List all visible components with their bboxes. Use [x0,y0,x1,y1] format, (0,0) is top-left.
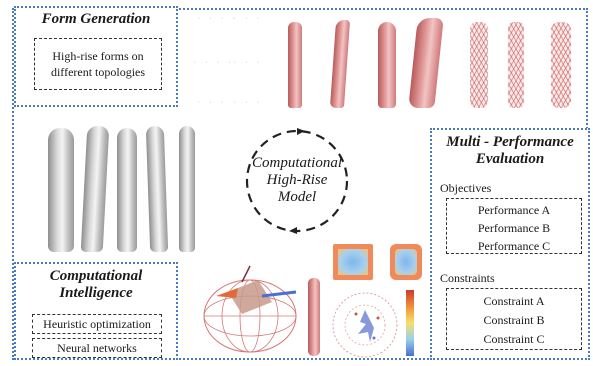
multi-performance-title: Multi - Performance Evaluation [432,134,588,168]
red-tower-1 [288,22,302,108]
red-tower-3 [378,22,396,108]
grey-tower-5 [179,126,195,252]
neural-networks-box: Neural networks [32,338,162,358]
form-generation-box-line2: different topologies [35,64,161,80]
mesh-tower-1 [470,22,488,108]
topology-thumb-2: · · · [234,16,263,22]
heatmap-square-2 [390,244,422,280]
computational-intelligence-title: Computational Intelligence [16,268,176,302]
heuristic-optimization-label: Heuristic optimization [43,317,151,331]
multi-performance-title-line2: Evaluation [432,151,588,168]
form-generation-panel: Form Generation High-rise forms on diffe… [14,6,178,107]
topology-thumb-3: · · · · [194,60,235,66]
computational-intelligence-title-line2: Intelligence [16,285,176,302]
center-label: Computational High-Rise Model [243,155,351,206]
wind-globe-figure [198,262,302,360]
topology-thumb-1: · · · · [198,16,239,22]
color-scale-bar [406,290,414,356]
constraints-label: Constraints [440,270,495,286]
objectives-box: Performance A Performance B Performance … [446,198,582,254]
topology-thumb-6: · · · [234,100,263,106]
form-generation-title: Form Generation [16,11,176,28]
objective-item-c: Performance C [447,238,581,254]
mesh-tower-2 [508,22,524,108]
computational-intelligence-panel: Computational Intelligence Heuristic opt… [14,262,178,360]
mesh-tower-3 [551,22,571,108]
form-generation-box: High-rise forms on different topologies [34,38,162,90]
objectives-label: Objectives [440,180,491,196]
objective-item-b: Performance B [447,220,581,236]
topology-thumb-5: · · · [198,100,227,106]
grey-tower-3 [117,128,137,252]
heatmap-square-2-inner [395,249,417,275]
center-label-line2: High-Rise [243,172,351,189]
heuristic-optimization-box: Heuristic optimization [32,314,162,334]
constraint-item-c: Constraint C [447,331,581,347]
topology-thumbnails: · · · · · · · · · · · · · · · · · · · · [190,16,270,111]
heatmap-square-1-inner [338,249,368,275]
multi-performance-panel: Multi - Performance Evaluation Objective… [430,128,590,360]
grey-tower-1 [48,128,74,252]
computational-intelligence-title-line1: Computational [16,268,176,285]
heatmap-square-1 [333,244,373,280]
neural-networks-label: Neural networks [57,341,137,355]
form-generation-box-line1: High-rise forms on [35,48,161,64]
center-label-line3: Model [243,189,351,206]
constraint-item-b: Constraint B [447,312,581,328]
objective-item-a: Performance A [447,202,581,218]
small-red-tower [308,278,320,356]
polar-scatter-figure [330,290,400,360]
multi-performance-title-line1: Multi - Performance [432,134,588,151]
center-label-line1: Computational [243,155,351,172]
topology-thumb-4: · · · [234,60,263,66]
constraints-box: Constraint A Constraint B Constraint C [446,288,582,350]
constraint-item-a: Constraint A [447,293,581,309]
